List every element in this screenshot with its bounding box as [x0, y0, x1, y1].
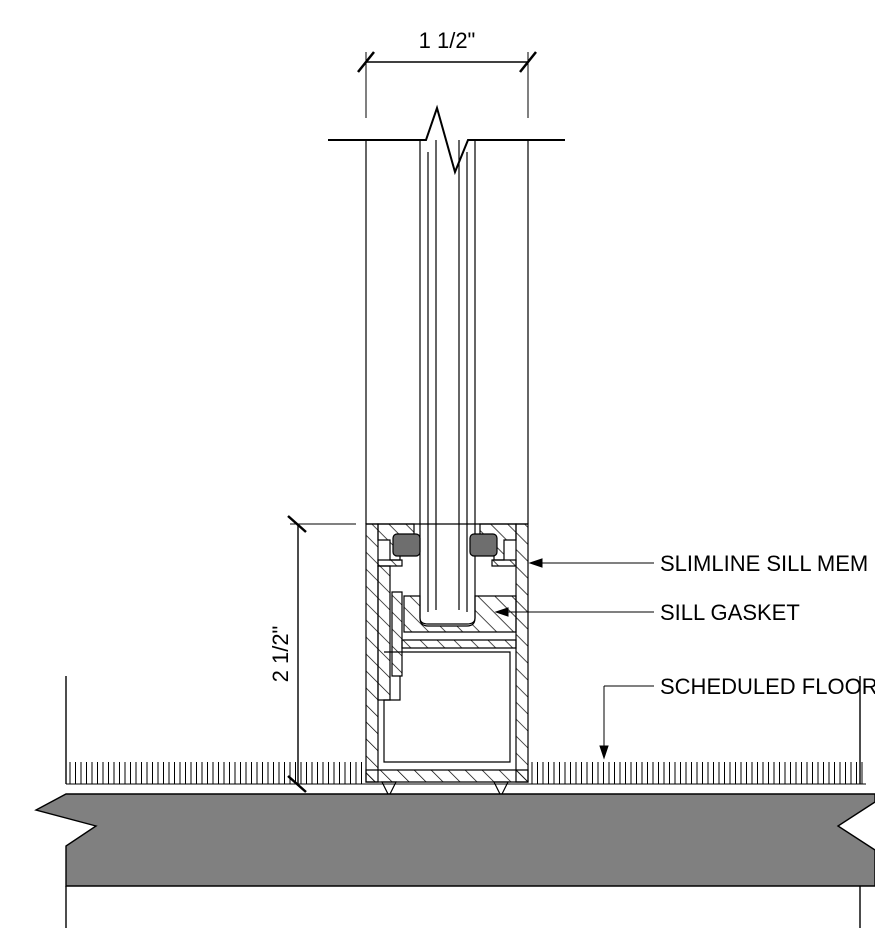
sill-member	[365, 523, 529, 798]
glazing-gasket-right	[469, 533, 498, 557]
floor-finish	[66, 762, 866, 785]
sill-gasket	[403, 595, 517, 633]
width-dimension-label: 1 1/2"	[419, 28, 476, 53]
callout-sill-member: SLIMLINE SILL MEM	[660, 551, 868, 576]
leader-floor	[599, 685, 654, 760]
break-line	[328, 104, 565, 176]
height-dimension-label: 2 1/2"	[268, 626, 293, 683]
width-dimension	[357, 51, 537, 118]
leader-sill-member	[528, 558, 654, 568]
leader-sill-gasket	[494, 607, 654, 617]
glass-panel	[419, 140, 476, 625]
height-dimension	[287, 515, 366, 793]
callout-floor: SCHEDULED FLOOR	[660, 674, 875, 699]
glazing-gasket-left	[392, 533, 421, 557]
floor-slab	[34, 793, 875, 887]
frame-outline	[365, 140, 529, 524]
callout-sill-gasket: SILL GASKET	[660, 600, 800, 625]
